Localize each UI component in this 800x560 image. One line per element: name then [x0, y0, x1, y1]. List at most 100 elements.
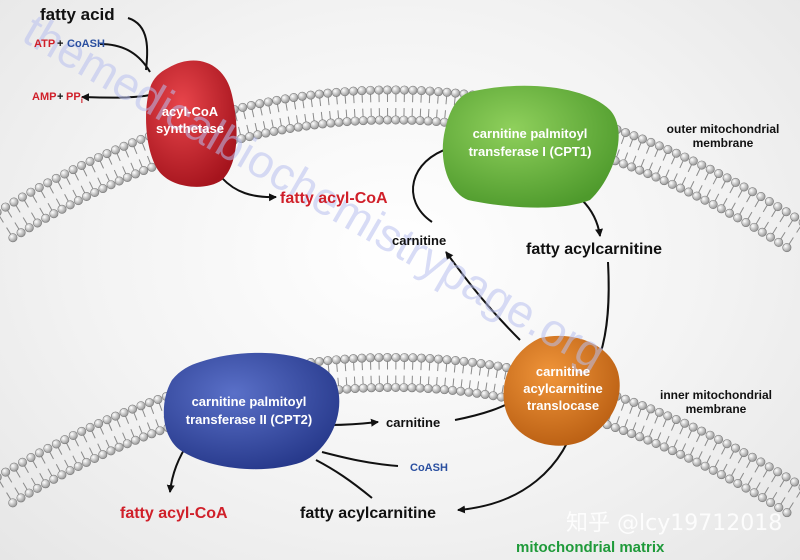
lipid-head — [81, 457, 91, 467]
lipid-head — [374, 353, 384, 363]
lipid-head — [391, 85, 401, 95]
lipid-head — [114, 176, 124, 186]
lipid-head — [331, 355, 341, 365]
lipid-head — [442, 355, 452, 365]
lipid-head — [0, 473, 2, 481]
lipid-head — [98, 184, 108, 194]
lipid-head — [485, 360, 495, 370]
lipid-head — [407, 115, 417, 125]
amp-label: AMP — [32, 91, 56, 103]
lipid-head — [700, 461, 710, 471]
cpt2-to-carnitine-arrow — [329, 418, 379, 427]
cpt1-to-acylcarnitine-arrow — [581, 199, 603, 237]
lipid-head — [24, 223, 34, 233]
lipid-head — [781, 207, 791, 217]
coash-bottom-label: CoASH — [410, 462, 448, 474]
lipid-head — [306, 90, 316, 100]
lipid-head — [340, 87, 350, 97]
lipid-head — [688, 422, 698, 432]
lipid-head — [365, 85, 375, 95]
lipid-head — [366, 383, 376, 393]
lipid-head — [643, 169, 653, 179]
outer-membrane-label-2: membrane — [693, 136, 754, 150]
lipid-head — [85, 422, 95, 432]
lipid-head — [684, 187, 694, 197]
lipid-head — [65, 466, 75, 476]
lipid-head — [680, 418, 690, 428]
lipid-head — [425, 354, 435, 364]
lipid-head — [621, 128, 631, 138]
lipid-head — [416, 86, 426, 96]
lipid-head — [731, 177, 741, 187]
lipid-head — [663, 145, 673, 155]
lipid-head — [733, 478, 743, 488]
lipid-head — [348, 86, 358, 96]
lipid-head — [24, 488, 34, 498]
lipid-head — [399, 353, 409, 363]
lipid-head — [255, 99, 265, 109]
lipid-head — [285, 123, 295, 133]
lipid-head — [697, 426, 707, 436]
lipid-head — [488, 391, 498, 401]
lipid-head — [629, 397, 639, 407]
lipid-head — [68, 430, 78, 440]
lipid-head — [739, 448, 749, 458]
synthetase-label-1: acyl-CoA — [162, 104, 219, 119]
lipid-head — [114, 442, 124, 452]
inner-membrane-label-2: membrane — [686, 402, 747, 416]
lipid-head — [357, 86, 367, 96]
lipid-head — [774, 503, 784, 513]
cpt1-enzyme — [442, 85, 619, 208]
lipid-tail — [0, 480, 4, 488]
lipid-head — [442, 87, 452, 97]
lipid-head — [382, 85, 392, 95]
lipid-head — [73, 461, 83, 471]
lipid-head — [147, 429, 157, 439]
outer-membrane-label-1: outer mitochondrial — [667, 122, 780, 136]
lipid-head — [708, 199, 718, 209]
lipid-head — [610, 423, 620, 433]
lipid-head — [49, 209, 59, 219]
lipid-head — [399, 115, 409, 125]
lipid-head — [391, 382, 401, 392]
lipid-head — [749, 222, 759, 232]
lipid-head — [757, 227, 767, 237]
lipid-head — [480, 389, 490, 399]
lipid-head — [716, 204, 726, 214]
lipid-head — [122, 439, 132, 449]
lipid-head — [629, 131, 639, 141]
lipid-head — [318, 119, 328, 129]
lipid-head — [774, 237, 784, 247]
acyl-coa-synthetase-enzyme — [146, 60, 237, 187]
lipid-head — [122, 172, 132, 182]
lipid-head — [155, 426, 165, 436]
lipid-head — [139, 166, 149, 176]
lipid-head — [130, 435, 140, 445]
lipid-head — [675, 183, 685, 193]
reaction-arrows — [81, 17, 610, 514]
lipid-head — [423, 116, 433, 126]
lipid-head — [451, 88, 461, 98]
lipid-head — [407, 383, 417, 393]
lipid-head — [365, 353, 375, 363]
lipid-head — [57, 204, 67, 214]
lipid-head — [773, 467, 783, 477]
lipid-head — [60, 169, 70, 179]
synthetase-to-acylcoa-arrow — [221, 177, 277, 202]
lipid-head — [756, 457, 766, 467]
ppi-label: PPi — [66, 91, 83, 105]
lipid-head — [692, 191, 702, 201]
lipid-head — [431, 384, 441, 394]
lipid-head — [618, 159, 628, 169]
lipid-head — [348, 354, 358, 364]
lipid-head — [26, 453, 36, 463]
lipid-head — [85, 156, 95, 166]
lipid-head — [94, 152, 104, 162]
lipid-head — [692, 457, 702, 467]
lipid-head — [472, 388, 482, 398]
lipid-head — [342, 117, 352, 127]
lipid-head — [618, 426, 628, 436]
lipid-head — [620, 394, 630, 404]
lipid-head — [350, 116, 360, 126]
